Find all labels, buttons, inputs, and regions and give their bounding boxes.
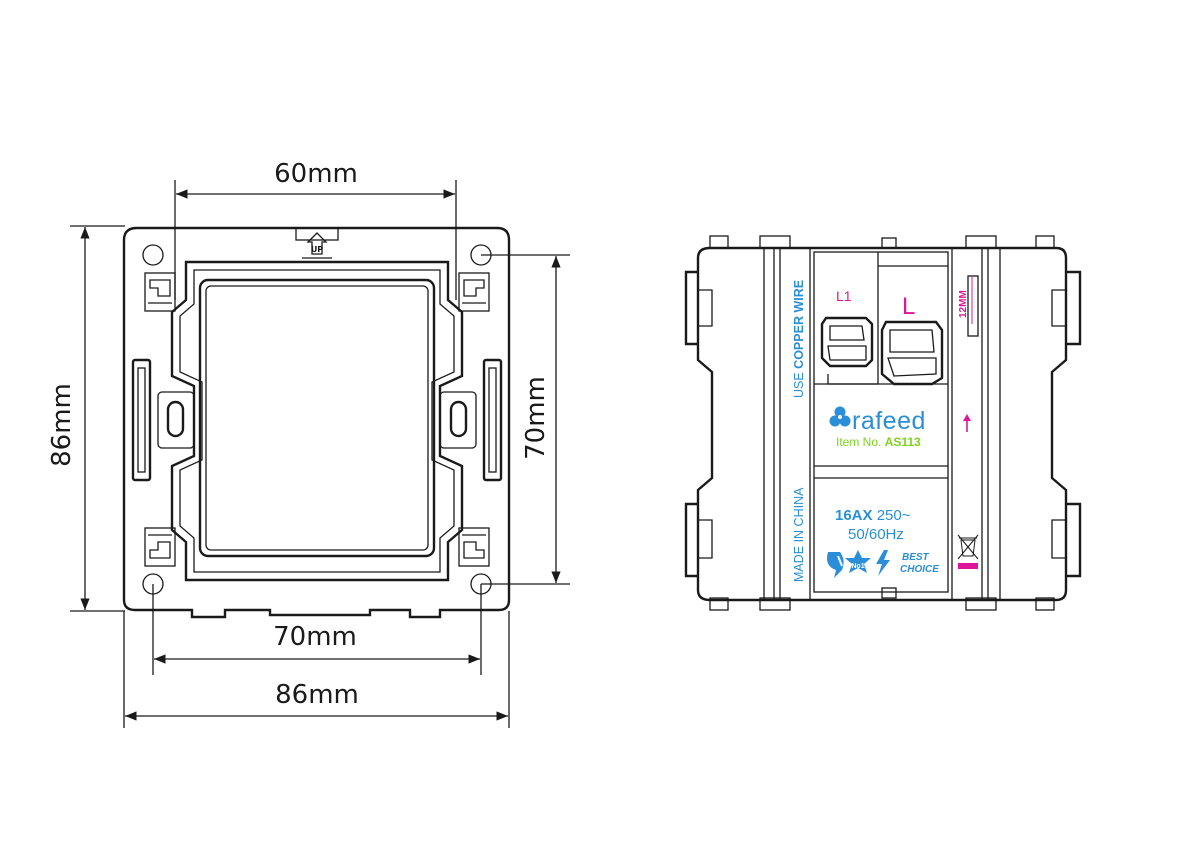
dim-bottom-inner: 70mm (273, 622, 357, 652)
item-number: Item No. AS113 (836, 435, 921, 449)
up-arrow-marker-icon (963, 414, 971, 432)
claw-bottom-left (144, 527, 176, 567)
rating-text: 16AX 250~ (835, 507, 911, 524)
lightning-icon (876, 550, 890, 576)
best-text: BEST (902, 552, 930, 563)
claw-top-left (144, 272, 176, 312)
dimension-lines (70, 180, 570, 728)
side-slot-right (482, 358, 503, 482)
claw-top-right (458, 272, 490, 312)
strip-length-label: 12MM (958, 290, 969, 318)
terminal-l-label: L (902, 293, 915, 320)
switch-module (684, 235, 1082, 611)
up-mark: UP (311, 245, 323, 254)
brand-name: rafeed (852, 407, 926, 435)
side-slot-left (131, 358, 152, 482)
no1-star-icon (845, 550, 871, 573)
oval-slot-left (157, 391, 195, 449)
no1-text: No1 (851, 563, 864, 570)
dim-right-height: 70mm (521, 376, 551, 460)
made-in-china-text: MADE IN CHINA (792, 487, 806, 582)
terminal-l-screw (880, 320, 944, 386)
terminal-l1-screw (820, 316, 874, 368)
dim-top-width: 60mm (274, 159, 358, 189)
weee-bin-icon (957, 534, 979, 569)
screw-hole-top-left (142, 244, 164, 266)
use-copper-wire-text: USE COPPER WIRE (792, 280, 806, 398)
dim-left-height: 86mm (47, 383, 77, 467)
quality-badge-icon (827, 552, 844, 578)
terminal-l1-label: L1 (836, 288, 852, 304)
dim-bottom-outer: 86mm (275, 680, 359, 710)
rafeed-logo-icon (829, 406, 851, 427)
up-arrow-icon: UP (302, 232, 332, 259)
frequency-text: 50/60Hz (848, 526, 904, 543)
frame-window (198, 278, 436, 558)
claw-bottom-right (458, 527, 490, 567)
choice-text: CHOICE (900, 564, 939, 575)
mounting-frame: UP (122, 226, 511, 619)
oval-slot-right (439, 391, 477, 449)
